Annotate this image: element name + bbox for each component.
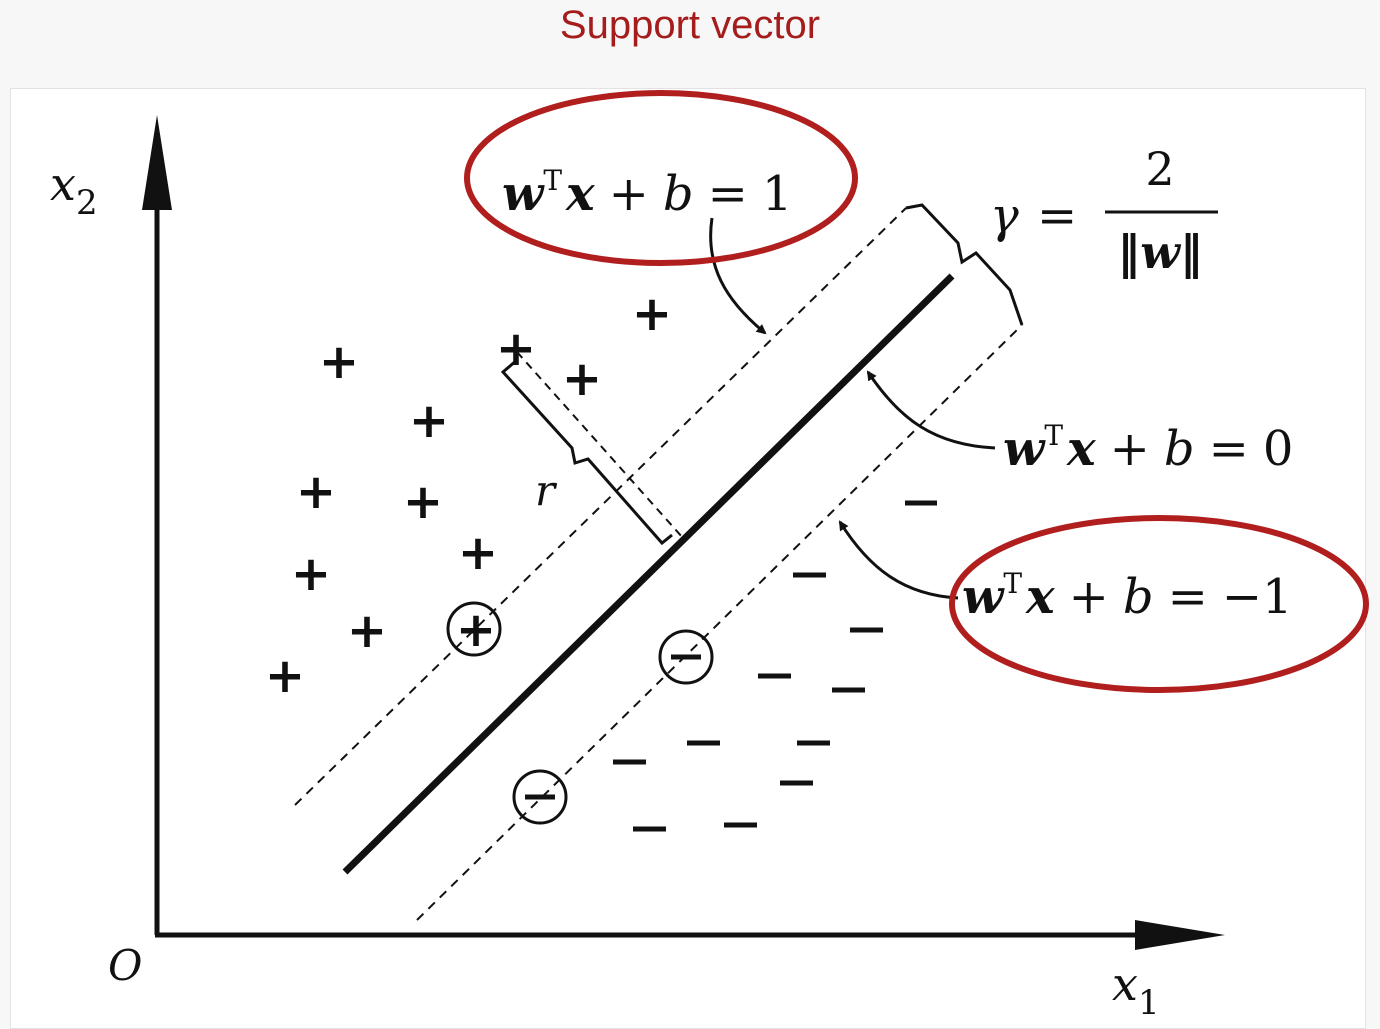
equation-positive-boundary: wTx+b=1 — [502, 164, 792, 222]
negative-support-vector — [658, 629, 714, 685]
positive-sample: + — [347, 603, 387, 659]
y-axis-arrowhead — [142, 115, 172, 210]
highlight-ellipse-negative — [949, 515, 1369, 693]
positive-sample: + — [632, 286, 672, 342]
negative-samples — [613, 500, 937, 832]
distance-bracket — [500, 358, 673, 546]
x-axis-sub: 1 — [1138, 983, 1160, 1023]
margin-equals: = — [1037, 188, 1077, 244]
negative-margin-boundary — [416, 324, 1023, 921]
x-axis-var: x — [1112, 957, 1138, 1011]
positive-margin-boundary — [294, 207, 907, 806]
positive-support-vector: + — [446, 601, 502, 658]
y-axis-label: x2 — [50, 157, 98, 223]
margin-bracket — [905, 203, 1024, 326]
pointer-arrow-negative — [838, 520, 959, 600]
x-axis-arrowhead — [1135, 920, 1225, 950]
positive-sample: + — [562, 351, 602, 407]
x-axis-label: x1 — [1112, 957, 1160, 1023]
margin-denominator: ‖w‖ — [1117, 225, 1203, 279]
positive-sample: + — [296, 464, 336, 520]
pointer-arrow-positive — [709, 217, 767, 335]
distance-label: r — [535, 466, 558, 515]
y-axis-var: x — [50, 157, 76, 211]
separating-hyperplane — [342, 273, 955, 875]
positive-sample: + — [403, 474, 443, 530]
origin-label: O — [108, 941, 142, 990]
positive-sample: + — [319, 334, 359, 390]
equation-hyperplane: wTx+b=0 — [1003, 419, 1293, 477]
negative-support-vector — [512, 769, 568, 825]
support-vector-symbol: + — [456, 602, 496, 658]
positive-sample: + — [458, 525, 498, 581]
equation-negative-boundary: wTx+b=−1 — [962, 567, 1293, 625]
positive-sample: + — [265, 648, 305, 704]
highlight-ellipse-positive — [464, 90, 858, 266]
positive-samples: + + + + + + + + + + + — [265, 286, 672, 704]
margin-numerator: 2 — [1145, 142, 1174, 196]
margin-gamma: γ — [990, 188, 1019, 244]
positive-sample: + — [409, 393, 449, 449]
y-axis-sub: 2 — [76, 183, 98, 223]
positive-sample: + — [291, 546, 331, 602]
positive-sample: + — [496, 321, 536, 377]
pointer-arrow-hyperplane — [866, 370, 996, 450]
figure-frame — [10, 88, 1366, 1029]
page-title: Support vector — [559, 3, 821, 47]
